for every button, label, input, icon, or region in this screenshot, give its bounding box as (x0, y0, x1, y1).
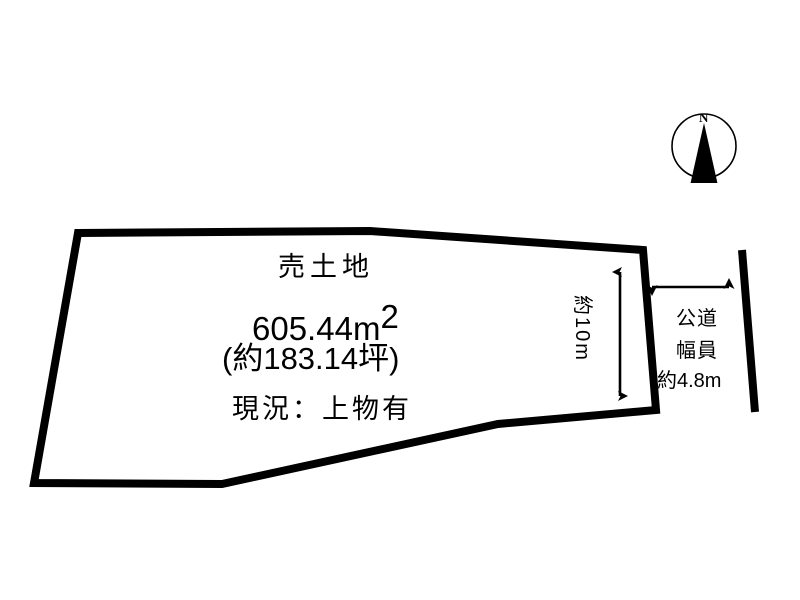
parcel-area-unit: m (352, 310, 381, 347)
road-label-public-road: 公道 (676, 308, 718, 330)
compass-north-label: N (699, 110, 709, 125)
parcel-title: 売土地 (278, 252, 374, 282)
parcel-boundary (29, 226, 661, 489)
compass-needle-icon (690, 123, 718, 183)
parcel-area: 605.44m2 (252, 300, 399, 345)
parcel-tsubo-area: (約183.14坪) (222, 341, 400, 376)
compass-icon (671, 113, 737, 183)
parcel-status: 現況：上物有 (232, 394, 412, 424)
road-label-width-value: 約4.8m (657, 370, 722, 392)
road-label-width-term: 幅員 (676, 340, 718, 362)
parcel-area-unit-exponent: 2 (380, 298, 399, 335)
road-edge-line (738, 249, 759, 413)
depth-dimension-label: 約10m (571, 295, 593, 362)
parcel-area-value: 605.44 (252, 310, 353, 347)
